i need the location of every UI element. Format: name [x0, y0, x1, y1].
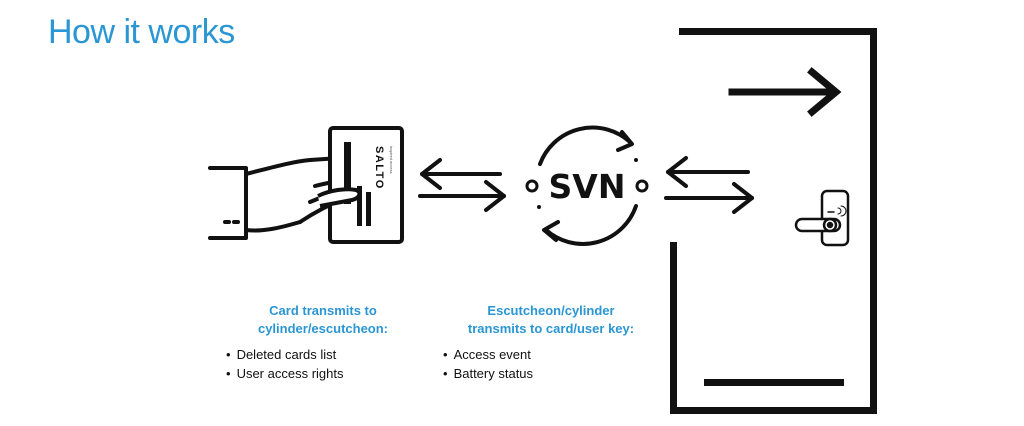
left-caption: Card transmits to cylinder/escutcheon: — [218, 302, 428, 337]
list-item: Access event — [443, 346, 533, 365]
door-lock-icon — [794, 189, 850, 247]
left-bullet-list: Deleted cards list User access rights — [226, 346, 344, 384]
left-caption-line2: cylinder/escutcheon: — [257, 320, 389, 336]
door-frame-icon — [670, 28, 877, 414]
right-caption-line2: transmits to card/user key: — [467, 320, 635, 336]
page-title: How it works — [48, 13, 235, 51]
list-item: Deleted cards list — [226, 346, 343, 365]
bidirectional-arrows-icon — [664, 156, 754, 214]
card-icon: SALTO inspired access — [317, 126, 404, 244]
list-item: User access rights — [226, 365, 344, 384]
card-brand: SALTO — [373, 146, 385, 190]
bidirectional-arrows-icon — [418, 158, 506, 212]
list-item: Battery status — [443, 365, 533, 384]
svn-cycle-icon: SVN — [525, 125, 649, 246]
right-caption-line1: Escutcheon/cylinder — [487, 303, 615, 318]
exit-arrow-icon — [728, 67, 842, 117]
right-bullet-list: Access event Battery status — [443, 346, 533, 384]
left-caption-line1: Card transmits to — [269, 303, 377, 318]
right-caption: Escutcheon/cylinder transmits to card/us… — [438, 302, 664, 337]
card-subtext: inspired access — [389, 146, 394, 174]
hub-label: SVN — [549, 167, 626, 206]
